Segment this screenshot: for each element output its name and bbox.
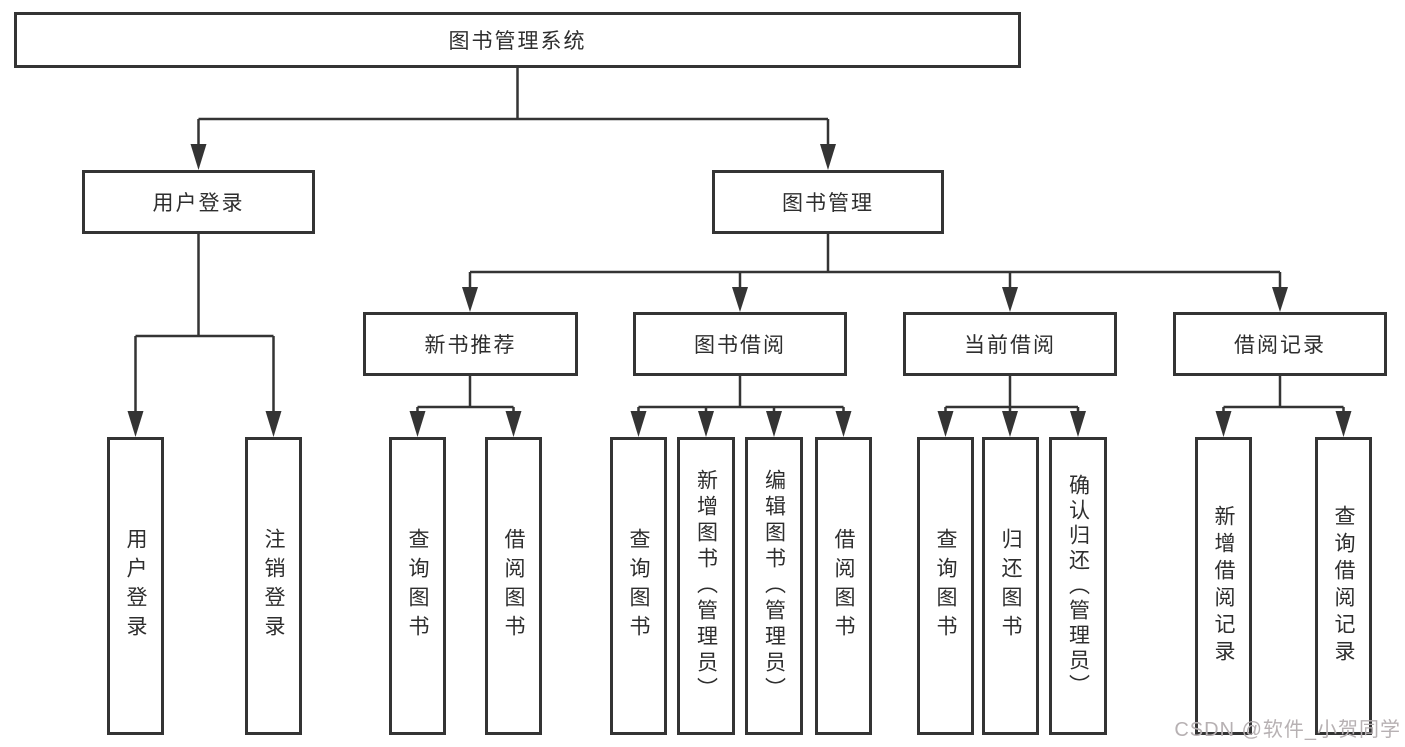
leaf-borrow-books: 借阅图书: [815, 437, 872, 735]
csdn-watermark: CSDN @软件_小贺同学: [1174, 719, 1401, 741]
leaf-query-books-recommend: 查询图书: [389, 437, 446, 735]
arrow-icon: [937, 411, 954, 437]
arrow-icon: [462, 287, 478, 312]
node-new-book-recommend: 新书推荐: [363, 312, 578, 376]
arrow-icon: [127, 411, 144, 437]
arrow-icon: [1335, 411, 1352, 437]
node-label: 确认归还（管理员）: [1066, 473, 1090, 699]
node-label: 借阅图书: [832, 528, 856, 644]
node-borrow-records: 借阅记录: [1173, 312, 1387, 376]
connector-newbook-to-leaves: [416, 376, 515, 417]
arrow-icon: [1002, 287, 1018, 312]
leaf-confirm-return-admin: 确认归还（管理员）: [1049, 437, 1107, 735]
arrow-icon: [732, 287, 748, 312]
arrow-icon: [409, 411, 426, 437]
connector-currentborrow-to-leaves: [944, 376, 1080, 417]
arrow-icon: [1070, 411, 1086, 437]
leaf-borrow-books-recommend: 借阅图书: [485, 437, 542, 735]
node-label: 查询图书: [627, 528, 651, 644]
leaf-logout: 注销登录: [245, 437, 302, 735]
node-label: 借阅图书: [502, 528, 526, 644]
node-label: 查询图书: [406, 528, 430, 644]
arrow-icon: [835, 411, 852, 437]
node-book-borrow: 图书借阅: [633, 312, 847, 376]
arrow-icon: [698, 411, 714, 437]
node-label: 新增图书（管理员）: [694, 469, 718, 703]
node-label: 图书管理: [782, 192, 874, 215]
node-label: 当前借阅: [964, 334, 1056, 357]
leaf-return-book: 归还图书: [982, 437, 1039, 735]
node-label: 用户登录: [124, 528, 148, 644]
arrow-icon: [265, 411, 282, 437]
connector-bookborrow-to-leaves: [637, 376, 845, 417]
arrow-icon: [820, 144, 836, 170]
connector-userlogin-to-leaves: [134, 234, 275, 417]
arrow-icon: [1272, 287, 1288, 312]
connector-root-to-level2: [197, 68, 830, 150]
leaf-add-borrow-record: 新增借阅记录: [1195, 437, 1252, 735]
node-label: 新书推荐: [424, 334, 517, 357]
node-label: 图书管理系统: [448, 30, 587, 53]
leaf-add-book-admin: 新增图书（管理员）: [677, 437, 735, 735]
node-label: 借阅记录: [1234, 334, 1326, 357]
node-label: 查询图书: [934, 528, 958, 644]
node-label: 编辑图书（管理员）: [762, 469, 786, 703]
arrow-icon: [630, 411, 647, 437]
leaf-user-login: 用户登录: [107, 437, 164, 735]
node-label: 归还图书: [999, 528, 1023, 644]
node-label: 新增借阅记录: [1212, 505, 1236, 667]
node-label: 查询借阅记录: [1332, 505, 1356, 667]
node-label: 用户登录: [152, 192, 245, 215]
connector-bookmgmt-to-level3: [468, 234, 1282, 292]
node-book-management: 图书管理: [712, 170, 944, 234]
arrow-icon: [505, 411, 522, 437]
node-current-borrow: 当前借阅: [903, 312, 1117, 376]
node-label: 图书借阅: [694, 334, 786, 357]
node-user-login: 用户登录: [82, 170, 315, 234]
arrow-icon: [190, 144, 207, 170]
node-label: 注销登录: [262, 528, 286, 644]
leaf-query-books-current: 查询图书: [917, 437, 974, 735]
leaf-edit-book-admin: 编辑图书（管理员）: [745, 437, 803, 735]
arrow-icon: [1215, 411, 1232, 437]
arrowheads: [127, 144, 1352, 437]
leaf-query-books-borrow: 查询图书: [610, 437, 667, 735]
arrow-icon: [766, 411, 782, 437]
connector-records-to-leaves: [1222, 376, 1345, 417]
node-root-system: 图书管理系统: [14, 12, 1021, 68]
leaf-query-borrow-record: 查询借阅记录: [1315, 437, 1372, 735]
arrow-icon: [1002, 411, 1018, 437]
